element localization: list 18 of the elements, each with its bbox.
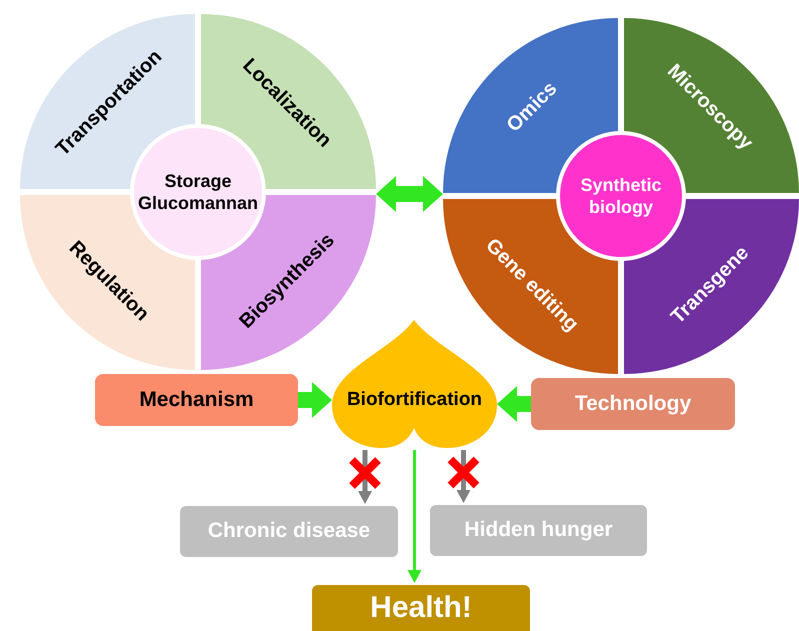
label-box [312,585,530,631]
arrow [376,176,443,212]
node-label: Technology [574,390,692,417]
label-box [430,505,647,556]
node-label: Synthetic biology [579,174,663,218]
node-label: Biofortification [346,388,482,412]
node-label: Storage Glucomannan [136,170,259,214]
arrow [408,450,422,583]
label-box [180,506,398,557]
label-box [531,378,735,430]
node-label: Health! [370,590,472,626]
label-box [95,374,298,426]
node-label: Mechanism [139,386,254,413]
heart-shape [332,320,497,448]
node-label: Hidden hunger [464,517,613,544]
arrow [298,382,332,418]
arrow [497,386,531,422]
node-label: Chronic disease [208,518,370,544]
